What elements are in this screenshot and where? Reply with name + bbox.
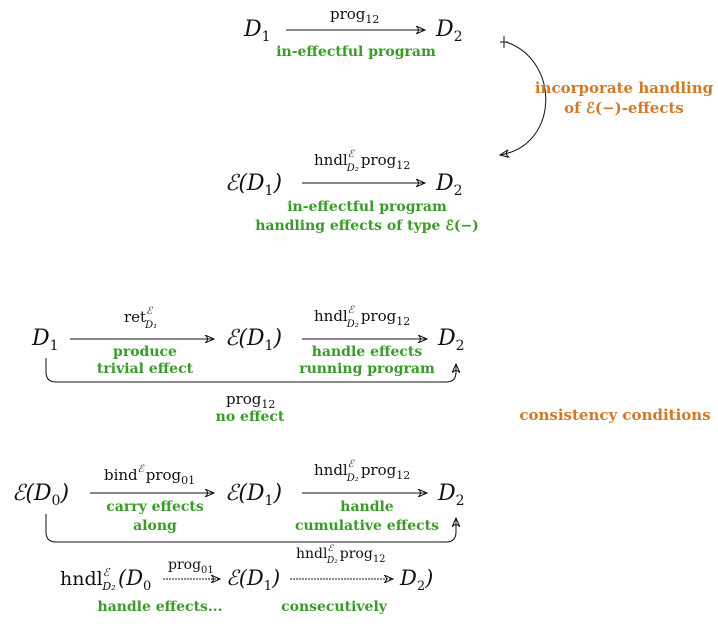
bot-caption-right-2: cumulative effects	[295, 518, 439, 534]
top-arrow-label: prog12	[330, 5, 379, 26]
side-note-incorporate-1: incorporate handling	[535, 79, 714, 97]
top-bottom-caption-2: handling effects of type ℰ(−)	[255, 218, 479, 234]
bot-caption-left-1: carry effects	[106, 499, 204, 515]
mid-loop-label: prog12	[226, 390, 275, 411]
top-d2: D2	[435, 17, 463, 45]
bot-caption-right-1: handle	[340, 499, 394, 515]
bot-loop-open: (D0	[118, 566, 151, 594]
mid-caption-right-1: handle effects	[312, 344, 423, 360]
bot-loop-prog01: prog01	[168, 557, 214, 576]
mid-e-d1: ℰ(D1)	[225, 326, 282, 354]
bot-e-d1: ℰ(D1)	[225, 481, 282, 509]
bot-e-d0: ℰ(D0)	[12, 481, 69, 509]
bot-loop-arrow	[45, 514, 456, 543]
side-note-consistency: consistency conditions	[519, 406, 710, 424]
mid-caption-left-1: produce	[113, 344, 177, 360]
bot-caption-left-2: along	[133, 518, 177, 534]
bot-loop-d2: D2)	[399, 566, 433, 594]
top-caption: in-effectful program	[276, 44, 436, 60]
incorporate-curve-arrow	[500, 41, 547, 155]
side-note-incorporate-2: of ℰ(−)-effects	[564, 99, 684, 117]
top-bottom-caption-1: in-effectful program	[287, 199, 447, 215]
bot-d2: D2	[437, 481, 465, 509]
mid-caption-right-2: running program	[299, 361, 435, 377]
mid-caption-left-2: trivial effect	[97, 361, 194, 377]
mid-loop-caption: no effect	[216, 409, 285, 425]
top-bottom-d2: D2	[435, 171, 463, 199]
bot-caption-a: handle effects...	[97, 599, 222, 615]
mid-d2: D2	[437, 326, 465, 354]
mid-loop-arrow	[45, 358, 456, 383]
bot-loop-e-d1: ℰ(D1)	[226, 566, 280, 594]
top-e-d1: ℰ(D1)	[225, 171, 282, 199]
mid-d1: D1	[31, 326, 59, 354]
top-section: D1 prog12 in-effectful program D2 incorp…	[225, 5, 714, 234]
top-d1: D1	[243, 17, 271, 45]
bot-caption-b: consecutively	[281, 599, 388, 615]
